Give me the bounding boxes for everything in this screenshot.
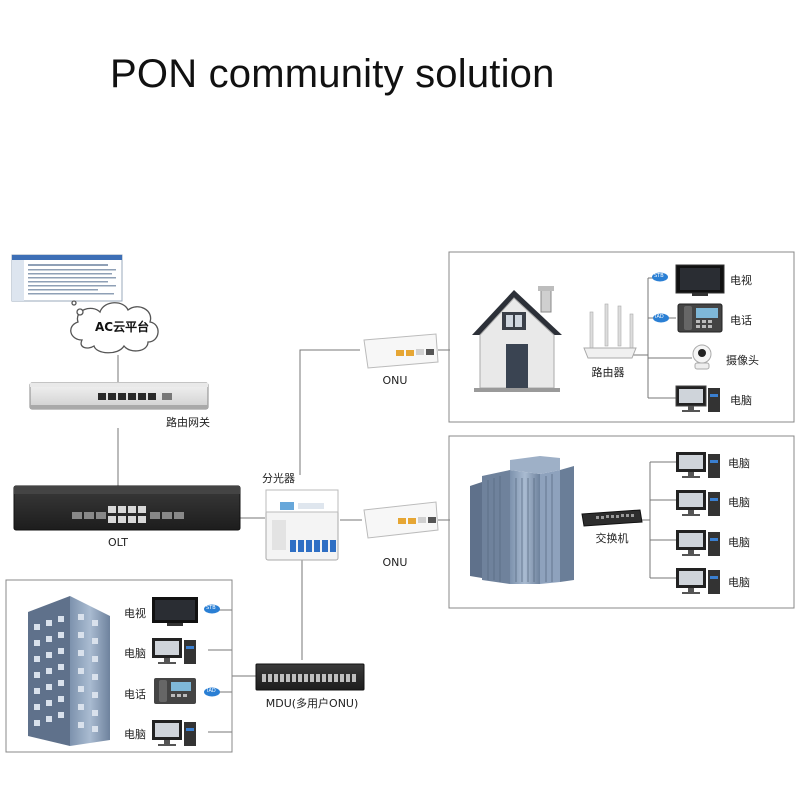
cloud-label: AC云平台 [95, 320, 150, 334]
router-gateway-device [29, 382, 209, 410]
page-title: PON community solution [110, 52, 555, 96]
office-device-label-1: 电脑 [728, 457, 750, 470]
home-box [448, 251, 795, 423]
office-computer-icon-2 [676, 490, 720, 516]
splitter-label: 分光器 [262, 472, 295, 485]
switch-label: 交换机 [595, 532, 629, 545]
home-device-badge-iad: IAD [655, 314, 664, 320]
network-switch-icon [581, 509, 643, 527]
olt-label: OLT [108, 536, 128, 549]
mdu-label: MDU(多用户ONU) [265, 697, 359, 710]
iad-badge-icon [653, 313, 669, 323]
stb-badge-icon [652, 272, 668, 282]
home-device-label-camera: 摄像头 [726, 354, 759, 367]
apartment-device-label-pc-1: 电脑 [124, 647, 146, 660]
apartment-building-icon [28, 596, 110, 746]
wifi-router-icon [583, 303, 637, 359]
office-box [448, 435, 795, 609]
computer-icon [675, 385, 720, 412]
camera-icon [692, 344, 712, 370]
house-icon [472, 286, 562, 392]
apartment-device-badge-iad: IAD [207, 688, 216, 694]
management-screen-thumbnail [11, 254, 123, 302]
home-device-label-phone: 电话 [730, 314, 752, 327]
splitter-device [265, 489, 339, 561]
apartment-computer-icon-2 [152, 720, 196, 746]
apartment-device-label-phone: 电话 [124, 688, 146, 701]
cloud-icon [70, 300, 159, 354]
office-device-label-2: 电脑 [728, 496, 750, 509]
desk-phone-icon [677, 303, 723, 333]
olt-device [13, 485, 241, 531]
router-label: 路由器 [591, 366, 625, 379]
apartment-stb-badge-icon [204, 604, 220, 614]
apartment-phone-icon [154, 678, 196, 704]
onu-middle-label: ONU [382, 556, 408, 569]
office-computer-icon-4 [676, 568, 720, 594]
apartment-iad-badge-icon [204, 687, 220, 697]
apartment-computer-icon-1 [152, 638, 196, 664]
apartment-device-label-tv: 电视 [124, 607, 146, 620]
gateway-label: 路由网关 [166, 416, 210, 429]
mdu-device [255, 663, 365, 691]
onu-device-middle [363, 501, 439, 539]
home-device-label-tv: 电视 [730, 274, 752, 287]
apartment-device-badge-stb: STB [206, 605, 216, 611]
home-device-badge-stb: STB [654, 273, 664, 279]
onu-device-top [363, 333, 439, 369]
tv-icon [675, 264, 725, 296]
office-device-label-4: 电脑 [728, 576, 750, 589]
apartment-tv-icon [152, 597, 198, 626]
apartment-device-label-pc-2: 电脑 [124, 728, 146, 741]
office-building-icon [470, 456, 574, 584]
onu-top-label: ONU [382, 374, 408, 387]
office-computer-icon-3 [676, 530, 720, 556]
home-device-label-pc: 电脑 [730, 394, 752, 407]
office-device-label-3: 电脑 [728, 536, 750, 549]
line-splitter-onu-top [299, 349, 360, 475]
office-computer-icon-1 [676, 452, 720, 478]
apartment-box [5, 579, 233, 753]
